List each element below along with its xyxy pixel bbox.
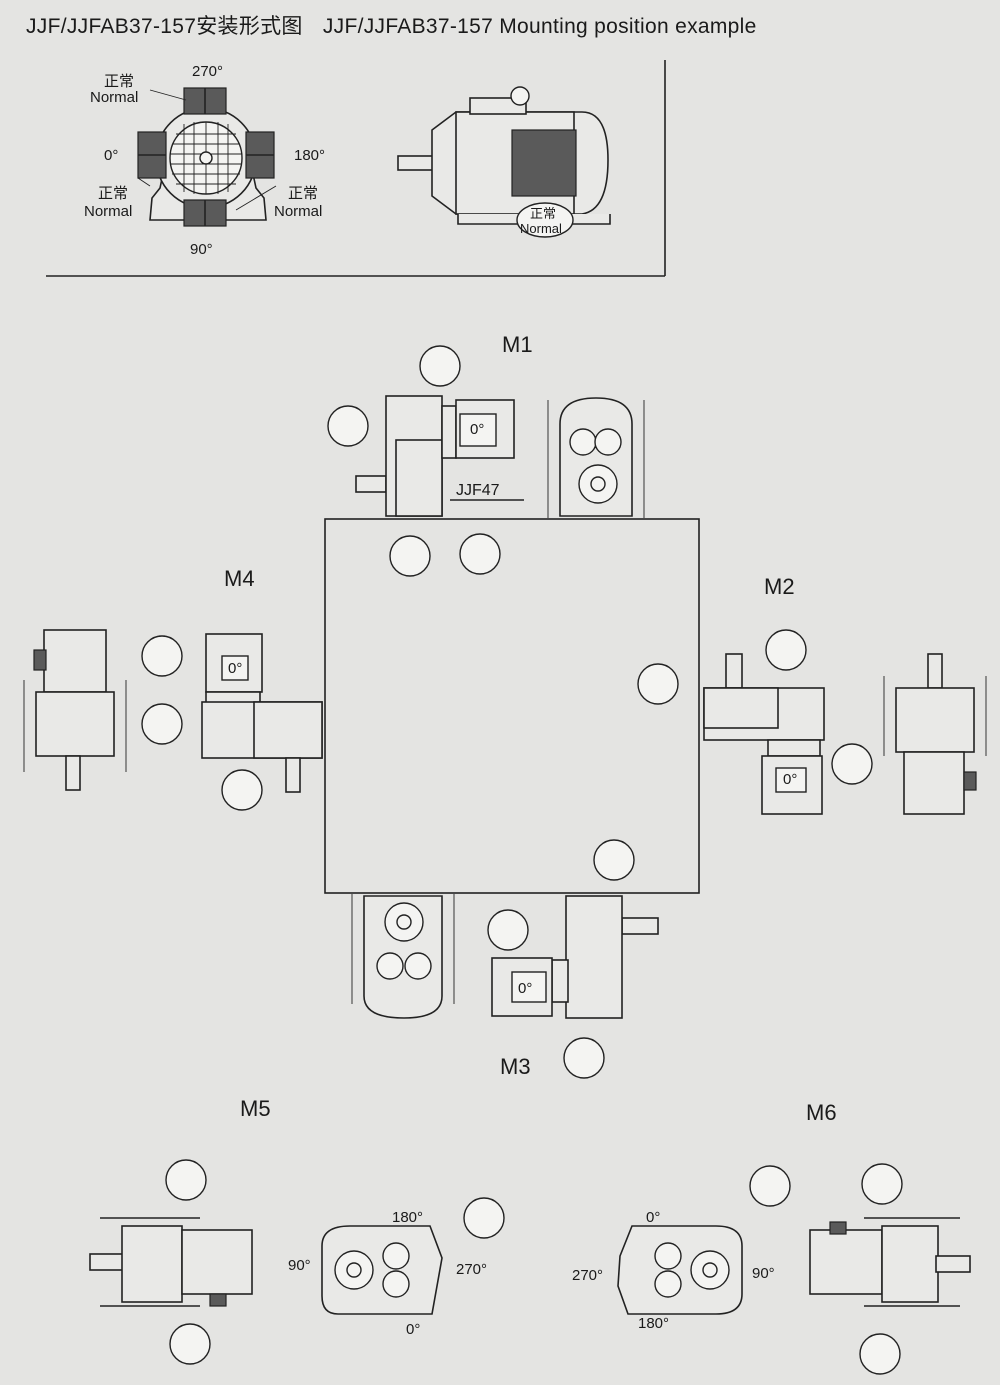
motor-box-label-m3: 0° bbox=[518, 980, 533, 997]
motor-box-label-m4: 0° bbox=[228, 660, 243, 677]
m5-angle-left: 90° bbox=[288, 1257, 311, 1274]
normal-label-en-side: Normal bbox=[520, 221, 562, 236]
position-label-m5: M5 bbox=[240, 1096, 271, 1121]
vent-valve-icon bbox=[141, 345, 903, 1205]
motor-box-label-m2: 0° bbox=[783, 771, 798, 788]
position-label-m4: M4 bbox=[224, 566, 255, 591]
m3-gear-unit bbox=[351, 894, 659, 1019]
drain-plug-icon bbox=[169, 535, 901, 1375]
position-label-m1: M1 bbox=[502, 332, 533, 357]
motor-side-view bbox=[397, 86, 611, 238]
normal-label-cn-bl: 正常 bbox=[98, 185, 129, 202]
title-en: JJF/JJFAB37-157 Mounting position exampl… bbox=[322, 15, 757, 38]
oil-level-plug-icon bbox=[141, 405, 791, 1239]
m6-angle-left: 270° bbox=[572, 1267, 604, 1284]
m6-gear-unit bbox=[617, 1217, 971, 1315]
m6-angle-right: 90° bbox=[752, 1265, 775, 1282]
central-reference-square bbox=[324, 518, 700, 894]
m1-gear-unit bbox=[355, 395, 645, 518]
m4-gear-unit bbox=[23, 629, 323, 793]
normal-label-en-bl: Normal bbox=[84, 203, 133, 220]
m5-gear-unit bbox=[89, 1217, 443, 1315]
normal-label-en-tl: Normal bbox=[90, 89, 139, 106]
position-label-m3: M3 bbox=[500, 1054, 531, 1079]
normal-label-cn-tl: 正常 bbox=[104, 73, 135, 90]
m5-angle-right: 270° bbox=[456, 1261, 488, 1278]
terminal-angle-270: 270° bbox=[192, 63, 224, 80]
page-title: JJF/JJFAB37-157安装形式图 JJF/JJFAB37-157 Mou… bbox=[26, 10, 771, 40]
m2-gear-unit bbox=[703, 653, 987, 815]
motor-front-view bbox=[137, 87, 277, 227]
terminal-angle-90: 90° bbox=[190, 241, 213, 258]
normal-label-cn-side: 正常 bbox=[530, 206, 557, 221]
normal-label-cn-br: 正常 bbox=[288, 185, 319, 202]
m5-angle-bottom: 0° bbox=[406, 1321, 421, 1338]
terminal-angle-0: 0° bbox=[104, 147, 119, 164]
m5-angle-top: 180° bbox=[392, 1209, 424, 1226]
position-label-m6: M6 bbox=[806, 1100, 837, 1125]
terminal-angle-180: 180° bbox=[294, 147, 326, 164]
legend-frame bbox=[46, 60, 666, 277]
m6-angle-bottom: 180° bbox=[638, 1315, 670, 1332]
normal-label-en-br: Normal bbox=[274, 203, 323, 220]
model-label: JJF47 bbox=[456, 482, 500, 499]
motor-box-label-m1: 0° bbox=[470, 421, 485, 438]
title-cn: JJF/JJFAB37-157安装形式图 bbox=[26, 15, 303, 38]
m6-angle-top: 0° bbox=[646, 1209, 661, 1226]
position-label-m2: M2 bbox=[764, 574, 795, 599]
